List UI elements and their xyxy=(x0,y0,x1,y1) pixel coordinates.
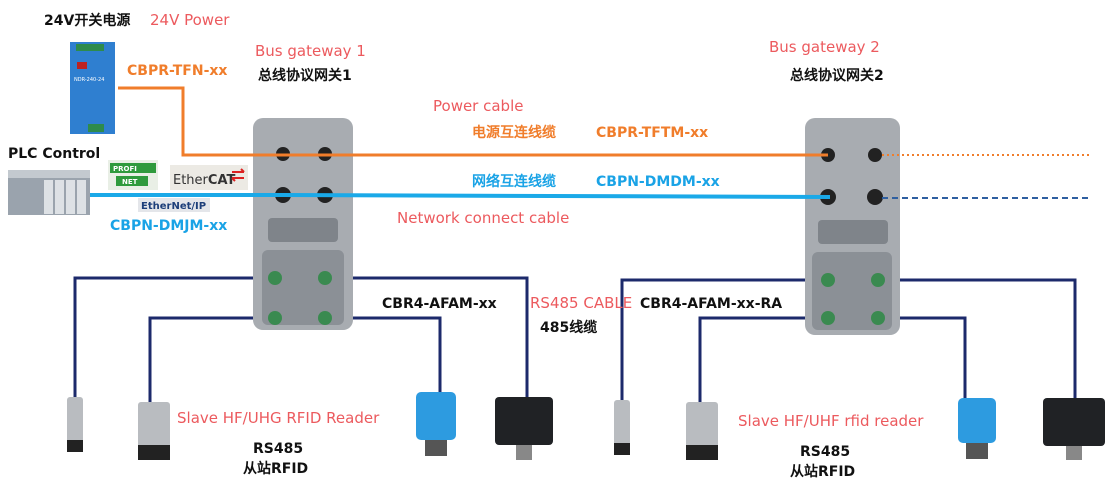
proximity-sensor-large xyxy=(138,402,170,460)
rs485-lines xyxy=(73,276,1077,402)
rs485-line xyxy=(698,316,820,402)
slave-right-label-en: Slave HF/UHF rfid reader xyxy=(738,412,924,430)
power-label-cn: 24V开关电源 xyxy=(44,12,130,29)
network-cable-label-cn: 网络互连线缆 xyxy=(472,173,556,190)
rs485-line xyxy=(340,316,442,395)
network-cable-line xyxy=(90,193,831,199)
power-cable-label-en: Power cable xyxy=(433,97,523,115)
rs485-line xyxy=(620,278,820,402)
rs485-line xyxy=(73,276,265,398)
network-cable-label-en: Network connect cable xyxy=(397,209,569,227)
uhf-rfid-reader-black xyxy=(1043,398,1105,460)
rs485-cable-label-en: RS485 CABLE xyxy=(530,294,632,312)
power-model-text: NDR-240-24 xyxy=(74,77,104,83)
hf-rfid-reader-blue xyxy=(958,398,996,459)
svg-text:NET: NET xyxy=(122,178,138,186)
gateway-2-label-cn: 总线协议网关2 xyxy=(790,67,884,84)
slave-right-label-cn: 从站RFID xyxy=(790,463,855,480)
svg-text:EtherNet/IP: EtherNet/IP xyxy=(141,201,206,212)
slave-left-label-en: Slave HF/UHG RFID Reader xyxy=(177,409,380,427)
hf-rfid-reader-blue xyxy=(416,392,456,456)
power-cable-line xyxy=(118,86,828,157)
rs485-line xyxy=(890,316,967,398)
svg-text:EtherCAT: EtherCAT xyxy=(173,173,235,188)
power-supply-image: NDR-240-24 xyxy=(70,42,115,134)
uhf-rfid-reader-black xyxy=(495,397,553,460)
power-cable-model: CBPR-TFTM-xx xyxy=(596,125,708,141)
bus-gateway-1-image xyxy=(253,118,353,330)
rs485-cable-left-model: CBR4-AFAM-xx xyxy=(382,296,497,312)
rs485-cable-label-cn: 485线缆 xyxy=(540,319,597,336)
plc-image xyxy=(8,170,90,215)
slave-left-rs485: RS485 xyxy=(253,441,303,457)
svg-text:PROFI: PROFI xyxy=(113,165,137,173)
network-cable-model: CBPN-DMDM-xx xyxy=(596,174,720,190)
slave-left-label-cn: 从站RFID xyxy=(243,460,308,477)
profinet-logo: PROFI NET xyxy=(108,160,158,190)
power-cable-label-cn: 电源互连线缆 xyxy=(472,124,556,141)
rs485-cable-right-model: CBR4-AFAM-xx-RA xyxy=(640,296,782,312)
power-supply-cable-model: CBPR-TFN-xx xyxy=(127,63,227,79)
plc-label: PLC Control xyxy=(8,146,100,162)
gateway-2-label-en: Bus gateway 2 xyxy=(769,38,880,56)
slave-right-rs485: RS485 xyxy=(800,444,850,460)
gateway-1-label-cn: 总线协议网关1 xyxy=(258,67,352,84)
power-label-en: 24V Power xyxy=(150,11,230,29)
ethercat-logo: EtherCAT xyxy=(170,165,248,190)
proximity-sensor-small xyxy=(614,400,630,455)
rs485-line xyxy=(148,316,265,402)
proximity-sensor-small xyxy=(67,397,83,452)
rs485-line xyxy=(340,276,529,400)
plc-cable-model: CBPN-DMJM-xx xyxy=(110,218,227,234)
ethernet-ip-logo: EtherNet/IP xyxy=(138,198,210,212)
proximity-sensor-large xyxy=(686,402,718,460)
rs485-line xyxy=(890,278,1077,398)
gateway-1-label-en: Bus gateway 1 xyxy=(255,42,366,60)
bus-gateway-2-image xyxy=(805,118,900,335)
